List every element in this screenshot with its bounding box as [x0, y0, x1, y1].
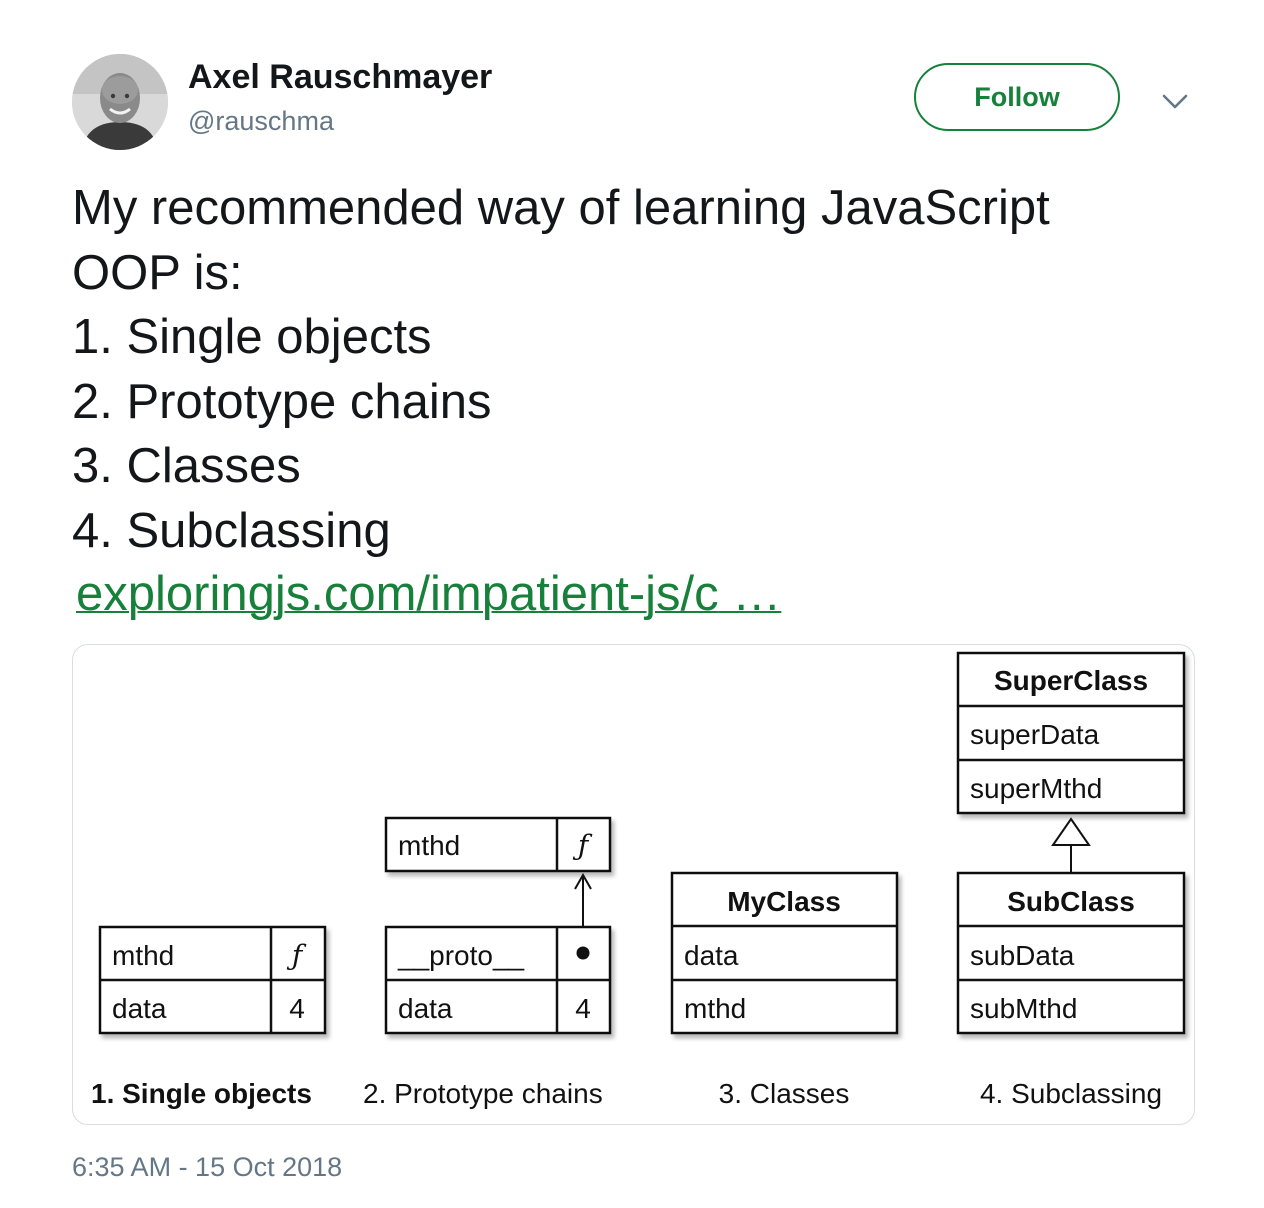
- author-name[interactable]: Axel Rauschmayer: [188, 58, 493, 96]
- myclass-data: data: [684, 940, 739, 971]
- superclass-box: SuperClass superData superMthd: [956, 651, 1186, 815]
- superclass-title: SuperClass: [994, 665, 1148, 696]
- superclass-mthd: superMthd: [970, 773, 1102, 804]
- myclass-title: MyClass: [727, 886, 841, 917]
- myclass-box: MyClass data mthd: [670, 871, 899, 1035]
- caption-prototype-chains: 2. Prototype chains: [363, 1078, 603, 1109]
- single-data-key: data: [112, 993, 167, 1024]
- object-proto-key: __proto__: [397, 940, 525, 971]
- single-mthd-value: ƒ: [286, 939, 307, 972]
- tweet-line: 2. Prototype chains: [72, 374, 492, 429]
- caption-single-objects: 1. Single objects: [91, 1078, 312, 1109]
- author-handle[interactable]: @rauschma: [188, 106, 334, 136]
- tweet-line: 1. Single objects: [72, 310, 432, 364]
- chevron-down-icon[interactable]: [1160, 88, 1190, 114]
- caption-subclassing: 4. Subclassing: [980, 1078, 1162, 1109]
- proto-mthd-value: ƒ: [572, 829, 593, 862]
- tweet-timestamp[interactable]: 6:35 AM - 15 Oct 2018: [72, 1152, 343, 1182]
- object-data-value: 4: [575, 993, 591, 1024]
- caption-classes: 3. Classes: [719, 1078, 850, 1109]
- tweet-line: 3. Classes: [72, 439, 301, 493]
- tweet-link-ellipsis: …: [718, 567, 782, 621]
- subclass-data: subData: [970, 940, 1075, 971]
- superclass-data: superData: [970, 719, 1100, 750]
- proto-mthd-key: mthd: [398, 830, 460, 861]
- object-data-key: data: [398, 993, 453, 1024]
- tweet-line: My recommended way of learning JavaScrip…: [72, 181, 1050, 235]
- single-mthd-key: mthd: [112, 940, 174, 971]
- inheritance-arrow: [1051, 817, 1091, 873]
- tweet-line: OOP is:: [72, 245, 243, 300]
- avatar-photo: [72, 54, 168, 150]
- tweet-line: 4. Subclassing: [72, 503, 391, 558]
- tweet-text: My recommended way of learning JavaScrip…: [72, 176, 1212, 563]
- object-box: __proto__ data 4: [384, 925, 612, 1035]
- subclass-box: SubClass subData subMthd: [956, 871, 1186, 1035]
- myclass-mthd: mthd: [684, 993, 746, 1024]
- media-card[interactable]: mthd ƒ data 4 1. Single objects mthd ƒ _…: [72, 644, 1195, 1125]
- subclass-title: SubClass: [1007, 886, 1135, 917]
- single-data-value: 4: [289, 993, 305, 1024]
- avatar[interactable]: [72, 54, 168, 150]
- tweet-link-text: exploringjs.com/impatient-js/c: [76, 567, 719, 621]
- single-objects-box: mthd ƒ data 4: [98, 925, 327, 1035]
- subclass-mthd: subMthd: [970, 993, 1077, 1024]
- oop-diagram: mthd ƒ data 4 1. Single objects mthd ƒ _…: [91, 651, 1186, 1109]
- prototype-box: mthd ƒ: [384, 816, 612, 873]
- follow-button[interactable]: Follow: [914, 63, 1120, 131]
- tweet-link[interactable]: exploringjs.com/impatient-js/c …: [76, 562, 781, 626]
